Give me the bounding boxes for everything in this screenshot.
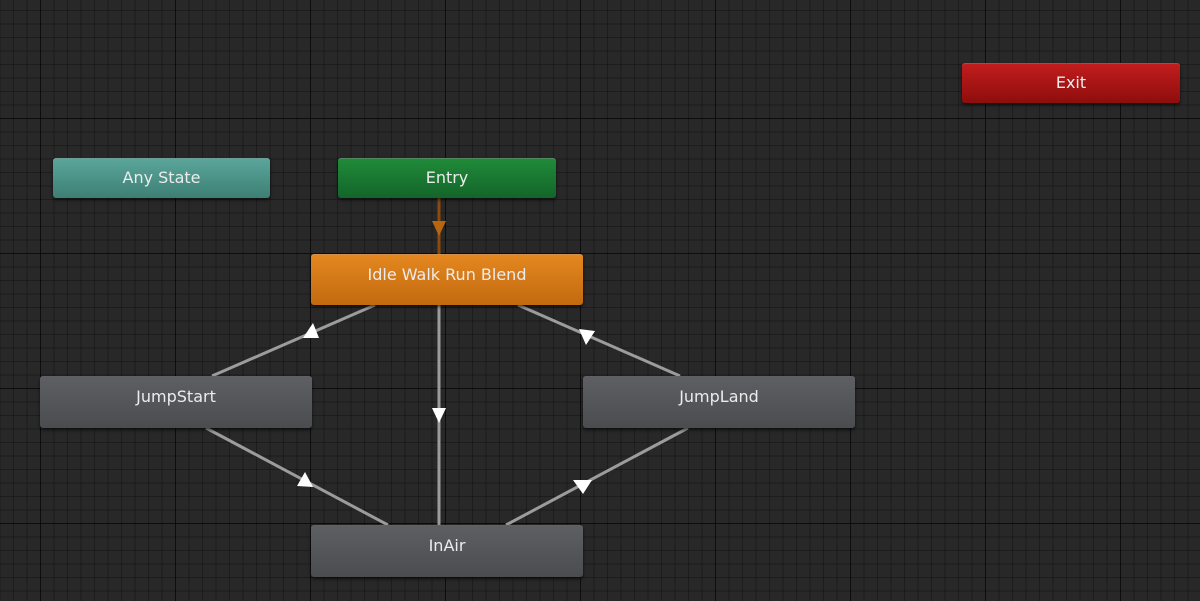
transition-jumpland-to-inair[interactable] [505, 426, 689, 527]
transition-idle-to-inair[interactable] [432, 305, 446, 525]
transition-inair-to-jumpstart[interactable] [205, 426, 389, 527]
any-state-node-label: Any State [122, 168, 201, 187]
state-node-label: JumpStart [136, 387, 216, 406]
entry-node-label: Entry [425, 168, 469, 187]
exit-node-label: Exit [1055, 73, 1087, 92]
entry-node[interactable]: Entry [338, 158, 556, 198]
transition-arrow-icon [432, 221, 446, 236]
state-node-inair[interactable]: InAir [311, 525, 583, 577]
transition-arrow-icon [579, 329, 595, 345]
state-node-idle-walk-run-blend[interactable]: Idle Walk Run Blend [311, 254, 583, 305]
transition-arrow-icon [573, 480, 592, 494]
state-node-jumpstart[interactable]: JumpStart [40, 376, 312, 428]
state-node-label: InAir [428, 536, 466, 555]
transition-arrow-icon [432, 408, 446, 423]
state-node-label: JumpLand [679, 387, 759, 406]
any-state-node[interactable]: Any State [53, 158, 270, 198]
exit-node[interactable]: Exit [962, 63, 1180, 103]
transition-entry-to-idle[interactable] [432, 198, 446, 254]
transition-arrow-icon [297, 472, 313, 487]
transition-jumpstart-to-idle[interactable] [211, 303, 376, 378]
state-node-jumpland[interactable]: JumpLand [583, 376, 855, 428]
transition-arrow-icon [303, 323, 319, 338]
state-node-label: Idle Walk Run Blend [367, 265, 527, 284]
transition-idle-to-jumpland[interactable] [517, 303, 681, 378]
